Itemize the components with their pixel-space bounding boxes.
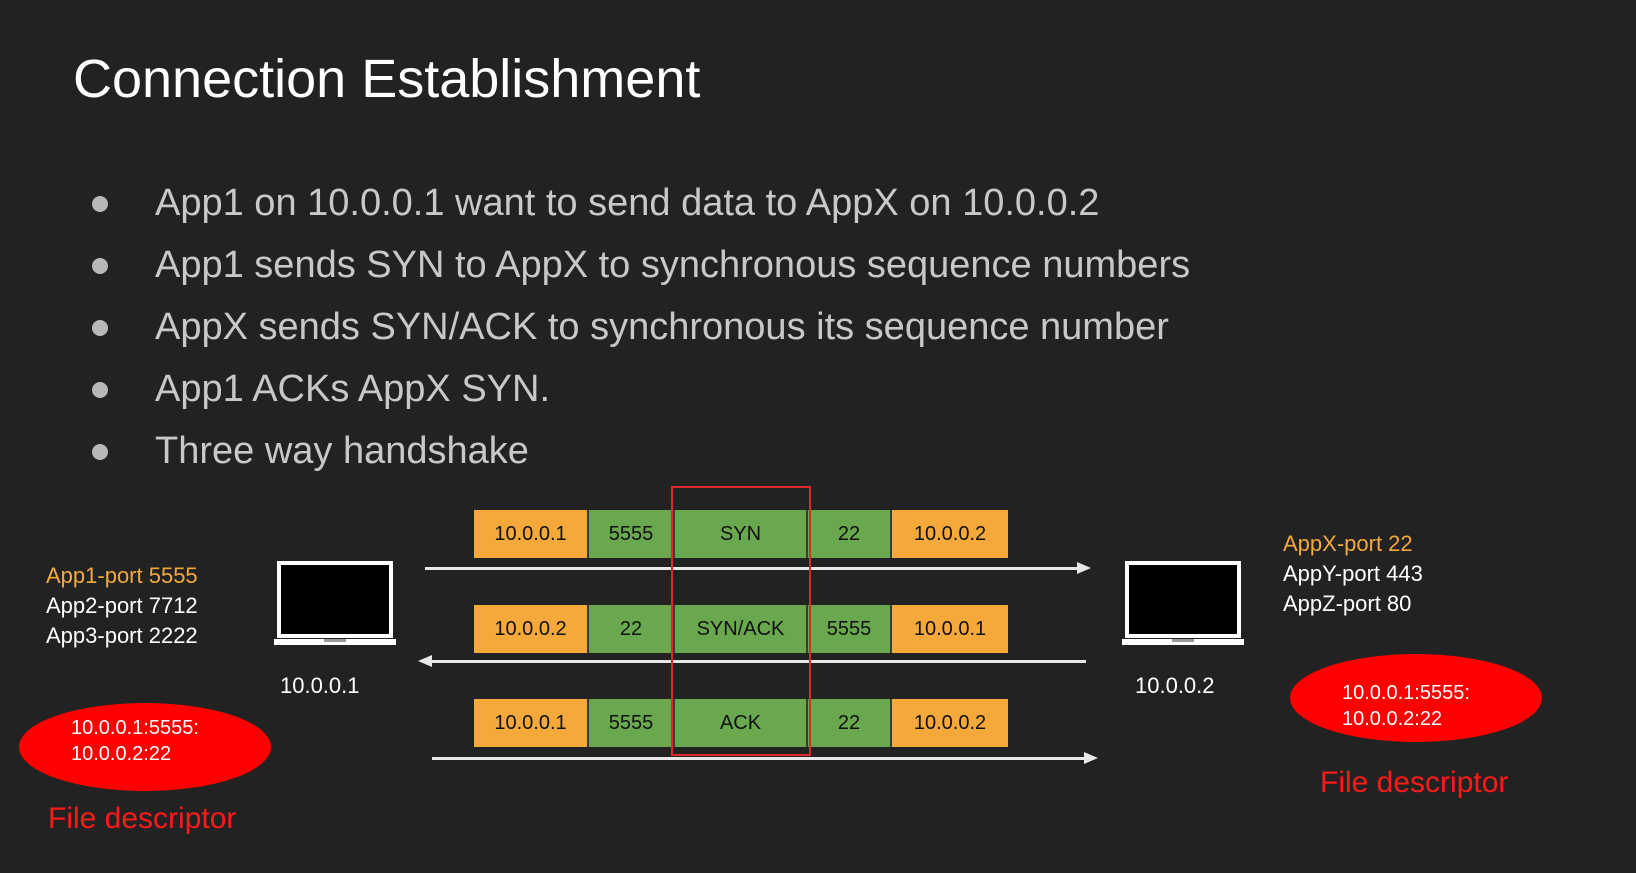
- port-entry: AppY-port 443: [1283, 561, 1423, 586]
- packet-flag: ACK: [675, 699, 808, 747]
- port-entry: App2-port 7712: [46, 593, 198, 618]
- bullet-item: AppX sends SYN/ACK to synchronous its se…: [90, 296, 1190, 358]
- port-entry: AppZ-port 80: [1283, 591, 1412, 616]
- port-entry: AppX-port 22: [1283, 531, 1413, 556]
- packet-source-port: 22: [589, 605, 675, 653]
- right-file-descriptor-oval: 10.0.0.1:5555: 10.0.0.2:22: [1290, 654, 1542, 742]
- left-host-ip: 10.0.0.1: [280, 673, 360, 698]
- bullet-list: App1 on 10.0.0.1 want to send data to Ap…: [90, 172, 1190, 482]
- packet-syn: 10.0.0.1 5555 SYN 22 10.0.0.2: [474, 510, 1008, 558]
- packet-destination-port: 22: [808, 510, 892, 558]
- fd-line: 10.0.0.2:22: [71, 743, 172, 765]
- port-entry: App1-port 5555: [46, 563, 198, 588]
- packet-destination-port: 22: [808, 699, 892, 747]
- bullet-item: App1 sends SYN to AppX to synchronous se…: [90, 234, 1190, 296]
- left-port-list: App1-port 5555 App2-port 7712 App3-port …: [46, 561, 198, 651]
- fd-line: 10.0.0.2:22: [1342, 708, 1443, 730]
- laptop-icon: [274, 561, 396, 645]
- right-host-ip: 10.0.0.2: [1135, 673, 1215, 698]
- packet-destination-ip: 10.0.0.1: [892, 605, 1008, 653]
- packet-source-ip: 10.0.0.1: [474, 699, 589, 747]
- flag-highlight-box: [671, 486, 811, 756]
- packet-source-ip: 10.0.0.1: [474, 510, 589, 558]
- bullet-item: App1 ACKs AppX SYN.: [90, 358, 1190, 420]
- fd-line: 10.0.0.1:5555:: [1342, 682, 1470, 704]
- packet-source-port: 5555: [589, 699, 675, 747]
- laptop-icon: [1122, 561, 1244, 645]
- port-entry: App3-port 2222: [46, 623, 198, 648]
- fd-line: 10.0.0.1:5555:: [71, 717, 199, 739]
- right-file-descriptor-label: File descriptor: [1320, 766, 1509, 799]
- packet-flag: SYN/ACK: [675, 605, 808, 653]
- arrow-right: [432, 752, 1098, 764]
- arrow-right: [425, 562, 1091, 574]
- left-file-descriptor-oval: 10.0.0.1:5555: 10.0.0.2:22: [19, 703, 271, 791]
- bullet-item: Three way handshake: [90, 420, 1190, 482]
- packet-destination-port: 5555: [808, 605, 892, 653]
- slide-title: Connection Establishment: [73, 49, 701, 109]
- packet-destination-ip: 10.0.0.2: [892, 699, 1008, 747]
- packet-destination-ip: 10.0.0.2: [892, 510, 1008, 558]
- arrow-left: [418, 655, 1086, 667]
- right-port-list: AppX-port 22 AppY-port 443 AppZ-port 80: [1283, 529, 1423, 619]
- packet-source-port: 5555: [589, 510, 675, 558]
- packet-syn-ack: 10.0.0.2 22 SYN/ACK 5555 10.0.0.1: [474, 605, 1008, 653]
- packet-source-ip: 10.0.0.2: [474, 605, 589, 653]
- packet-ack: 10.0.0.1 5555 ACK 22 10.0.0.2: [474, 699, 1008, 747]
- bullet-item: App1 on 10.0.0.1 want to send data to Ap…: [90, 172, 1190, 234]
- left-file-descriptor-label: File descriptor: [48, 802, 237, 835]
- packet-flag: SYN: [675, 510, 808, 558]
